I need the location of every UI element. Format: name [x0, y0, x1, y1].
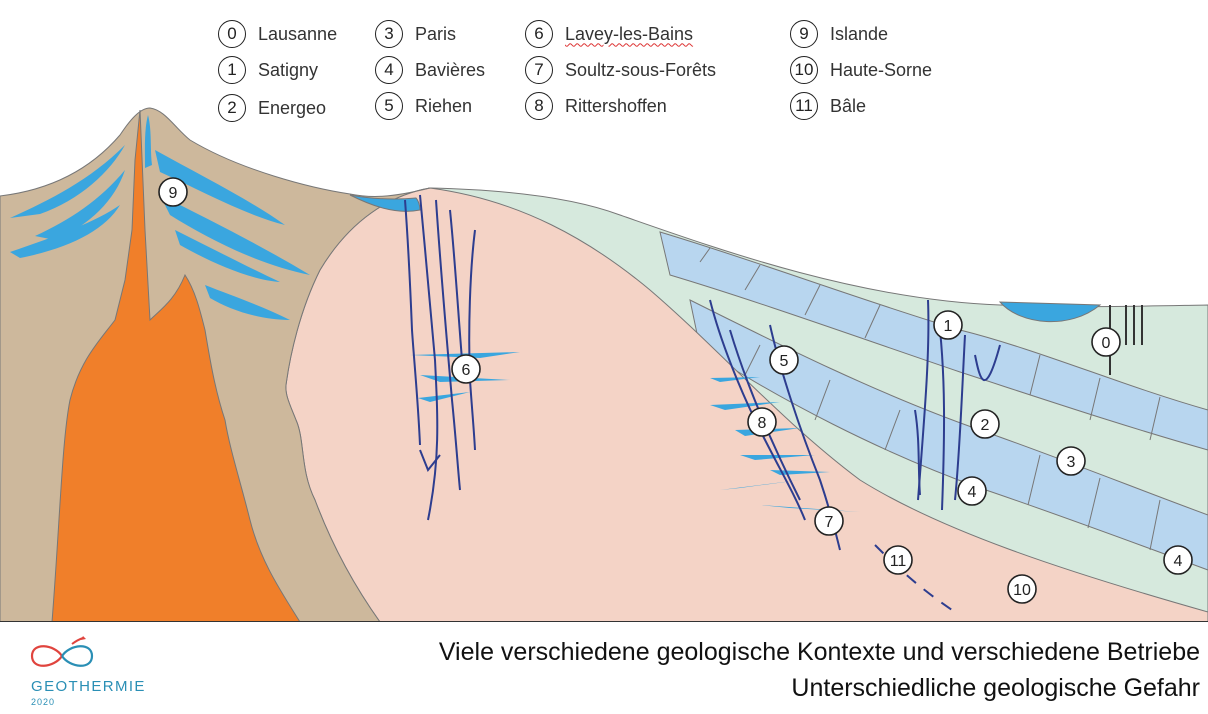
svg-text:1: 1: [944, 318, 953, 335]
boreholes: [1109, 305, 1143, 375]
cross-section-svg: 9 6 5 8 7 11 10 1 2 4 3 0 4: [0, 107, 1208, 623]
legend-item-10: 10 Haute-Sorne: [790, 54, 932, 86]
marker-4b: 4: [1163, 545, 1193, 575]
legend-item-8: 8 Rittershoffen: [525, 90, 667, 122]
marker-11: 11: [883, 545, 913, 575]
legend-label: Satigny: [258, 59, 319, 80]
legend-item-6: 6 Lavey-les-Bains: [525, 18, 693, 50]
legend-label: Bâle: [830, 95, 867, 116]
svg-text:4: 4: [1174, 553, 1183, 570]
aquifer-ticks: [699, 247, 1161, 551]
legend-label: Islande: [830, 23, 889, 44]
legend: 0 Lausanne 1 Satigny 2 Energeo 3 Paris 4 Bavi…: [0, 18, 1208, 128]
marker-7: 7: [814, 506, 844, 536]
svg-text:2: 2: [981, 417, 990, 434]
marker-9: 9: [158, 177, 188, 207]
aquifer-layer-lower: [689, 299, 1208, 571]
marker-0: 0: [1091, 327, 1121, 357]
legend-item-0: 0 Lausanne: [218, 18, 337, 50]
legend-number: 4: [375, 56, 403, 84]
svg-text:3: 3: [1067, 454, 1076, 471]
svg-text:5: 5: [780, 353, 789, 370]
faults: [404, 194, 1001, 551]
infinity-logo-icon: [30, 636, 94, 667]
caption-line-2: Unterschiedliche geologische Gefahr: [791, 674, 1200, 702]
legend-number: 1: [218, 56, 246, 84]
legend-label: Lausanne: [258, 23, 338, 44]
marker-2: 2: [970, 409, 1000, 439]
legend-number: 8: [525, 92, 553, 120]
svg-text:4: 4: [968, 484, 977, 501]
geothermie-logo: GEOTHERMIE 2020: [28, 636, 158, 708]
legend-number: 10: [790, 56, 818, 84]
legend-number: 2: [218, 94, 246, 122]
legend-item-2: 2 Energeo: [218, 92, 326, 124]
logo-year: 2020: [31, 697, 56, 707]
lake-left: [349, 194, 421, 212]
legend-number: 0: [218, 20, 246, 48]
caption-line-1: Viele verschiedene geologische Kontexte …: [438, 638, 1200, 666]
legend-item-7: 7 Soultz-sous-Forêts: [525, 54, 716, 86]
svg-text:0: 0: [1102, 335, 1111, 352]
marker-4a: 4: [957, 476, 987, 506]
legend-item-9: 9 Islande: [790, 18, 888, 50]
legend-label: Rittershoffen: [565, 95, 667, 116]
svg-text:7: 7: [825, 514, 834, 531]
lake-right: [998, 301, 1102, 323]
svg-text:6: 6: [462, 362, 471, 379]
fault-dashed: [874, 544, 956, 613]
legend-number: 3: [375, 20, 403, 48]
marker-3: 3: [1056, 446, 1086, 476]
marker-5: 5: [769, 345, 799, 375]
marker-8: 8: [747, 407, 777, 437]
legend-label: Energeo: [258, 97, 327, 118]
legend-item-5: 5 Riehen: [375, 90, 472, 122]
marker-6: 6: [451, 354, 481, 384]
legend-number: 6: [525, 20, 553, 48]
legend-label: Lavey-les-Bains: [565, 23, 694, 44]
aquifer-layer-upper: [659, 231, 1208, 451]
svg-text:10: 10: [1013, 582, 1031, 599]
legend-label: Soultz-sous-Forêts: [565, 59, 717, 80]
legend-number: 7: [525, 56, 553, 84]
footer-divider: [0, 621, 1208, 622]
legend-item-11: 11 Bâle: [790, 90, 866, 122]
marker-1: 1: [933, 310, 963, 340]
svg-text:8: 8: [758, 415, 767, 432]
svg-text:9: 9: [169, 185, 178, 202]
markers: 9 6 5 8 7 11 10 1 2 4 3 0 4: [158, 177, 1193, 604]
legend-label: Bavières: [415, 59, 486, 80]
legend-label: Riehen: [415, 95, 473, 116]
legend-item-3: 3 Paris: [375, 18, 456, 50]
legend-number: 11: [790, 92, 818, 120]
legend-label: Haute-Sorne: [830, 59, 933, 80]
legend-item-1: 1 Satigny: [218, 54, 318, 86]
legend-number: 9: [790, 20, 818, 48]
legend-number: 5: [375, 92, 403, 120]
legend-item-4: 4 Bavières: [375, 54, 485, 86]
logo-wordmark: GEOTHERMIE: [31, 678, 146, 695]
legend-label: Paris: [415, 23, 457, 44]
svg-text:11: 11: [890, 553, 907, 570]
volcano-water-veins: [10, 115, 310, 320]
marker-10: 10: [1007, 574, 1037, 604]
magma-chamber: [51, 109, 301, 623]
